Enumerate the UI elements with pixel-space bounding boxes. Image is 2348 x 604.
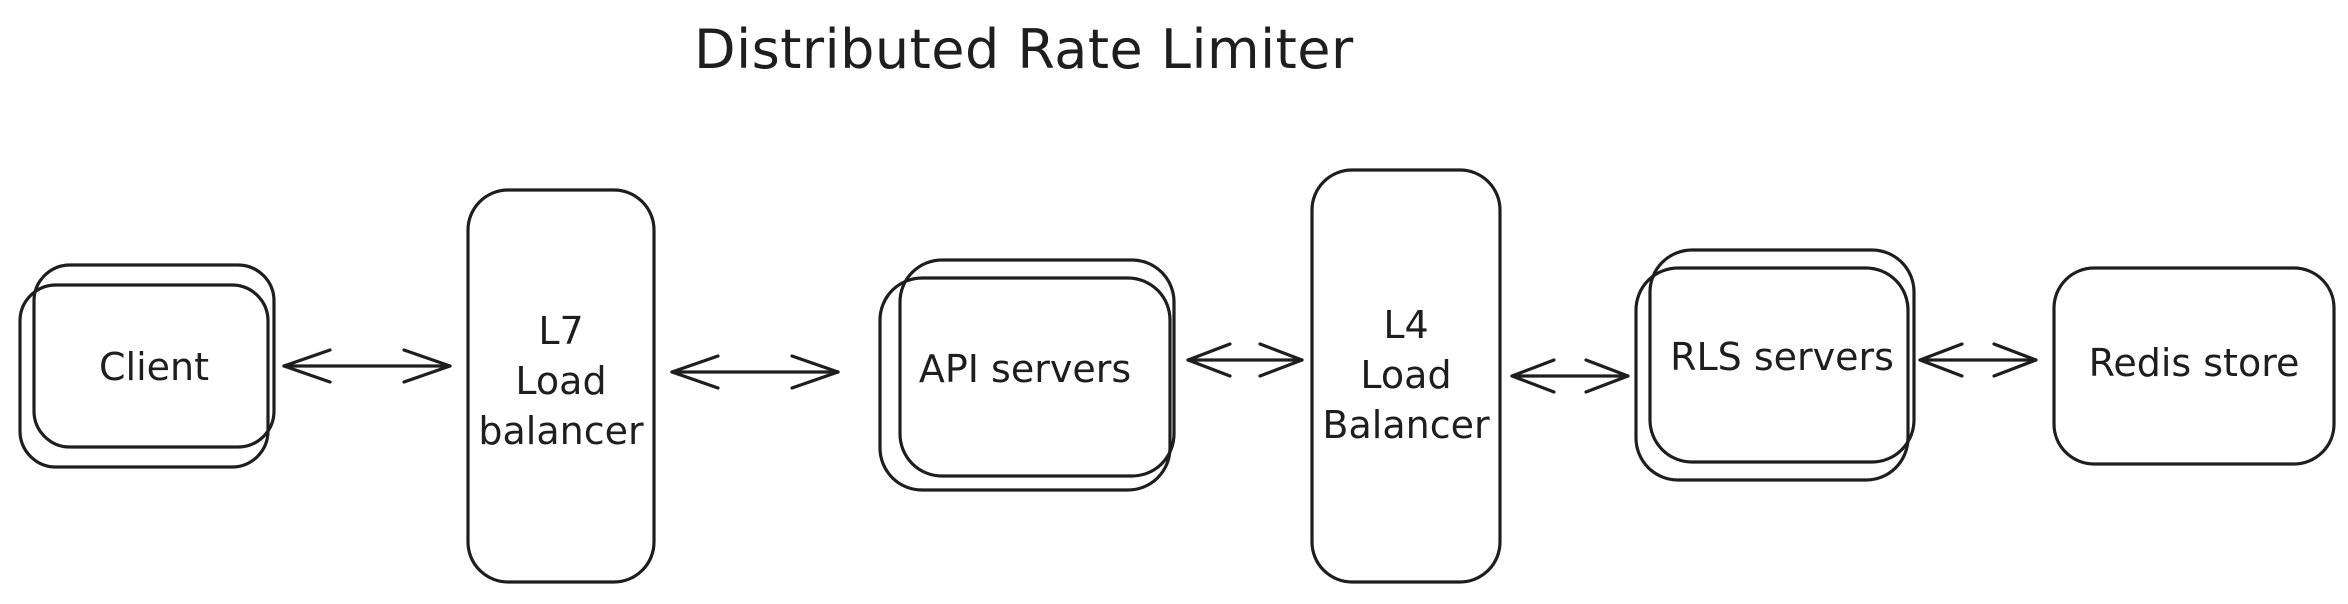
arrow-api-l4: [1186, 342, 1304, 378]
api-servers-node[interactable]: [878, 258, 1176, 492]
l7-label-line-2: Load: [515, 359, 607, 404]
l4-load-balancer-node[interactable]: [1310, 168, 1502, 584]
diagram-title: Distributed Rate Limiter: [694, 18, 1354, 81]
l7-load-balancer-node[interactable]: [466, 188, 656, 584]
l7-label-line-1: L7: [538, 309, 584, 353]
l4-label: L4 Load Balancer: [1312, 300, 1500, 450]
redis-store-label: Redis store: [2088, 341, 2300, 385]
l4-label-line-3: Balancer: [1322, 403, 1490, 448]
l7-label: L7 Load balancer: [468, 306, 654, 456]
l4-label-line-2: Load: [1360, 353, 1452, 398]
l4-label-line-1: L4: [1383, 303, 1429, 347]
rls-box-front: [1648, 248, 1916, 464]
rls-servers-label: RLS servers: [1670, 335, 1894, 379]
client-node[interactable]: [18, 263, 276, 469]
arrow-client-l7: [282, 348, 452, 384]
rls-servers-node[interactable]: [1634, 248, 1916, 482]
l7-box: [466, 188, 656, 584]
l4-box: [1310, 168, 1502, 584]
api-box-front: [898, 258, 1176, 478]
client-box-front: [32, 263, 276, 449]
client-label: Client: [98, 345, 209, 389]
arrow-l7-api: [670, 354, 840, 390]
arrow-l4-rls: [1510, 358, 1630, 394]
arrow-rls-redis: [1918, 342, 2038, 378]
redis-box: [2052, 266, 2336, 466]
redis-store-node[interactable]: [2052, 266, 2336, 466]
client-box-back: [18, 283, 270, 469]
l7-label-line-3: balancer: [478, 409, 644, 454]
api-servers-label: API servers: [918, 347, 1132, 391]
api-box-back: [878, 276, 1172, 492]
rls-box-back: [1634, 266, 1910, 482]
